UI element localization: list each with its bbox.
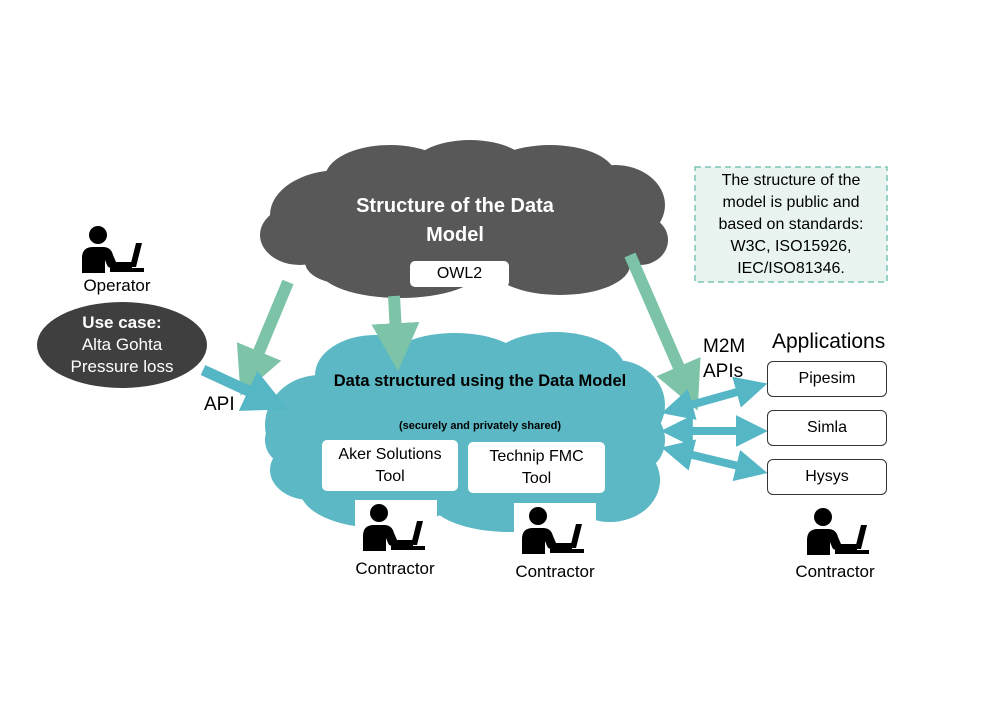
- owl2-box: OWL2: [410, 261, 509, 287]
- api-label: API: [204, 394, 235, 415]
- arrow-structure-to-api: [236, 279, 294, 396]
- arrow-usecase-to-data: [200, 365, 288, 411]
- contractor-label-1: Contractor: [355, 559, 435, 578]
- m2m-apis-label: M2M APIs: [703, 336, 746, 382]
- contractor-label-2: Contractor: [515, 562, 595, 581]
- arrow-m2m-pipesim: [661, 376, 768, 420]
- data-cloud-subtitle: (securely and privately shared): [398, 420, 561, 432]
- person-at-laptop-icon: [355, 500, 437, 558]
- operator-label: Operator: [83, 276, 151, 295]
- app-box-pipesim: Pipesim: [767, 361, 887, 397]
- standards-note-box: [694, 166, 888, 283]
- use-case-title: Use case:: [82, 313, 162, 332]
- app-box-hysys: Hysys: [767, 459, 887, 495]
- person-at-laptop-icon: [80, 225, 150, 280]
- app-box-simla: Simla: [767, 410, 887, 446]
- data-cloud-title: Data structured using the Data Model: [333, 372, 627, 390]
- use-case-line-1: Alta Gohta: [81, 335, 163, 354]
- person-at-laptop-icon: [805, 507, 875, 562]
- data-cloud: [265, 332, 665, 532]
- contractor-label-3: Contractor: [795, 562, 875, 581]
- use-case-ellipse: [37, 302, 207, 388]
- person-at-laptop-icon: [514, 503, 596, 561]
- arrow-structure-to-data: [371, 295, 420, 372]
- applications-heading: Applications: [772, 330, 886, 353]
- arrow-m2m-hysys: [661, 439, 768, 482]
- standards-note-text: The structure of the model is public and…: [718, 172, 864, 277]
- structure-cloud-title: Structure of the Data Model: [356, 195, 554, 246]
- tool-box-aker: Aker Solutions Tool: [322, 440, 458, 491]
- tool-box-technip: Technip FMC Tool: [468, 442, 605, 493]
- use-case-line-2: Pressure loss: [70, 357, 174, 376]
- arrow-structure-to-m2m: [624, 252, 701, 411]
